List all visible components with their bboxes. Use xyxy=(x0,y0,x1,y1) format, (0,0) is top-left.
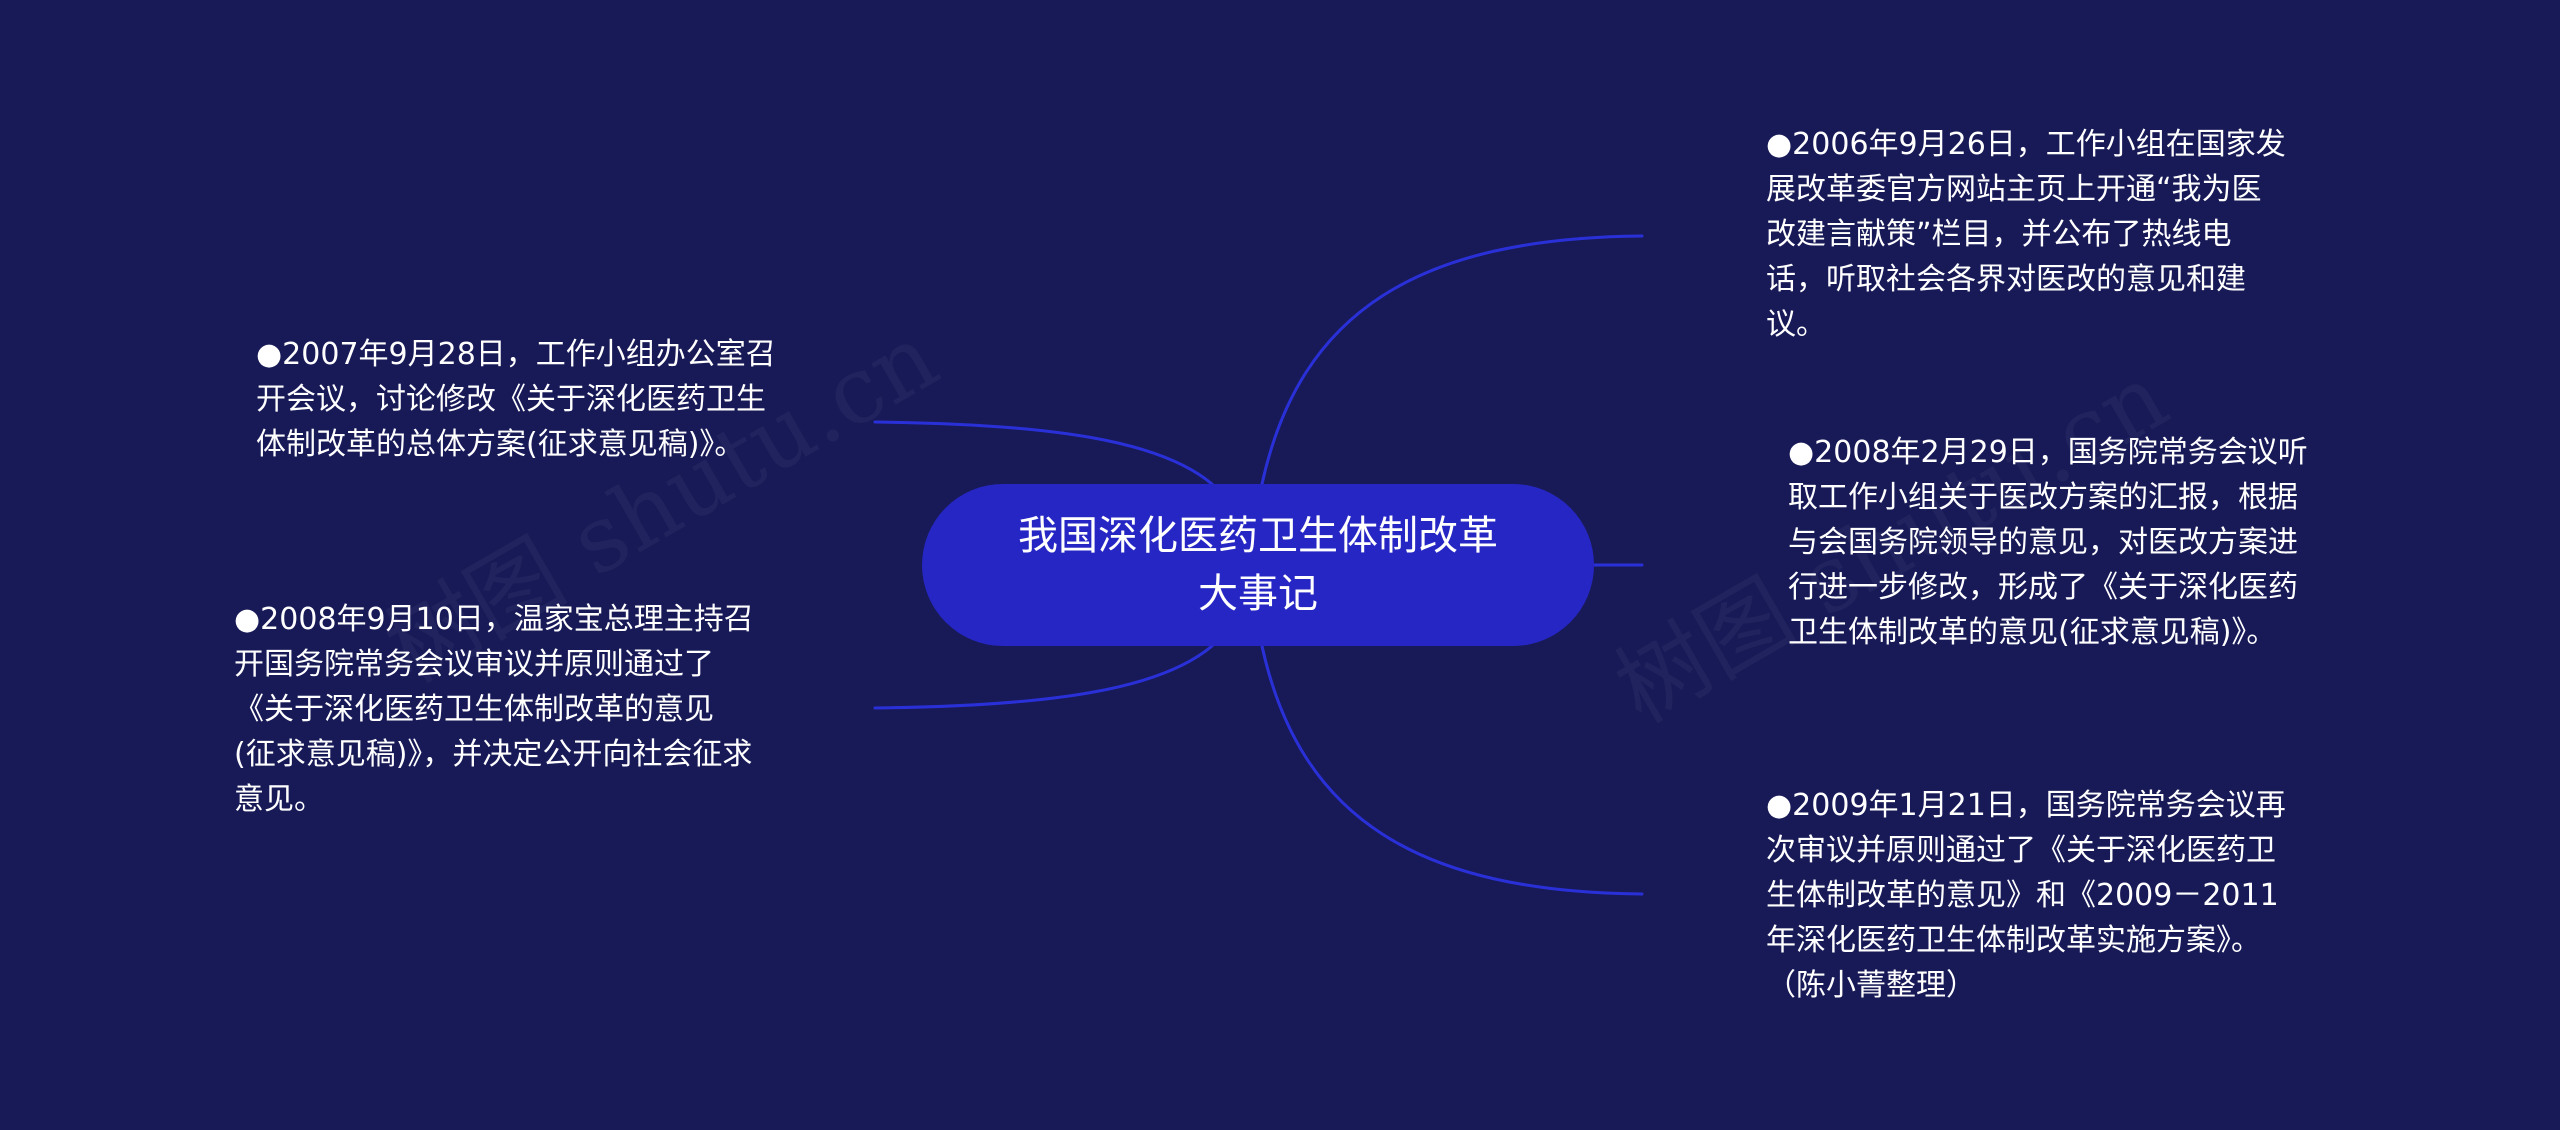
central-topic-node[interactable]: 我国深化医药卫生体制改革大事记 xyxy=(922,484,1594,646)
topic-text: ●2006年9月26日，工作小组在国家发展改革委官方网站主页上开通“我为医改建言… xyxy=(1766,127,2286,342)
connector-left-1 xyxy=(873,420,1214,486)
connector-right-3 xyxy=(1260,644,1644,896)
connector-right-1 xyxy=(1260,234,1644,486)
topic-node-left-2[interactable]: ●2008年9月10日，温家宝总理主持召开国务院常务会议审议并原则通过了《关于深… xyxy=(234,597,754,822)
topic-text: ●2008年9月10日，温家宝总理主持召开国务院常务会议审议并原则通过了《关于深… xyxy=(234,602,754,817)
topic-text: ●2008年2月29日，国务院常务会议听取工作小组关于医改方案的汇报，根据与会国… xyxy=(1788,435,2308,650)
topic-node-left-1[interactable]: ●2007年9月28日，工作小组办公室召开会议，讨论修改《关于深化医药卫生体制改… xyxy=(256,332,776,467)
topic-node-right-1[interactable]: ●2006年9月26日，工作小组在国家发展改革委官方网站主页上开通“我为医改建言… xyxy=(1766,122,2286,347)
topic-node-right-3[interactable]: ●2009年1月21日，国务院常务会议再次审议并原则通过了《关于深化医药卫生体制… xyxy=(1766,783,2286,1008)
central-topic-label: 我国深化医药卫生体制改革大事记 xyxy=(1018,513,1498,617)
connector-left-2 xyxy=(873,644,1214,710)
topic-text: ●2007年9月28日，工作小组办公室召开会议，讨论修改《关于深化医药卫生体制改… xyxy=(256,337,776,462)
topic-text: ●2009年1月21日，国务院常务会议再次审议并原则通过了《关于深化医药卫生体制… xyxy=(1766,788,2286,1003)
topic-node-right-2[interactable]: ●2008年2月29日，国务院常务会议听取工作小组关于医改方案的汇报，根据与会国… xyxy=(1788,430,2308,655)
